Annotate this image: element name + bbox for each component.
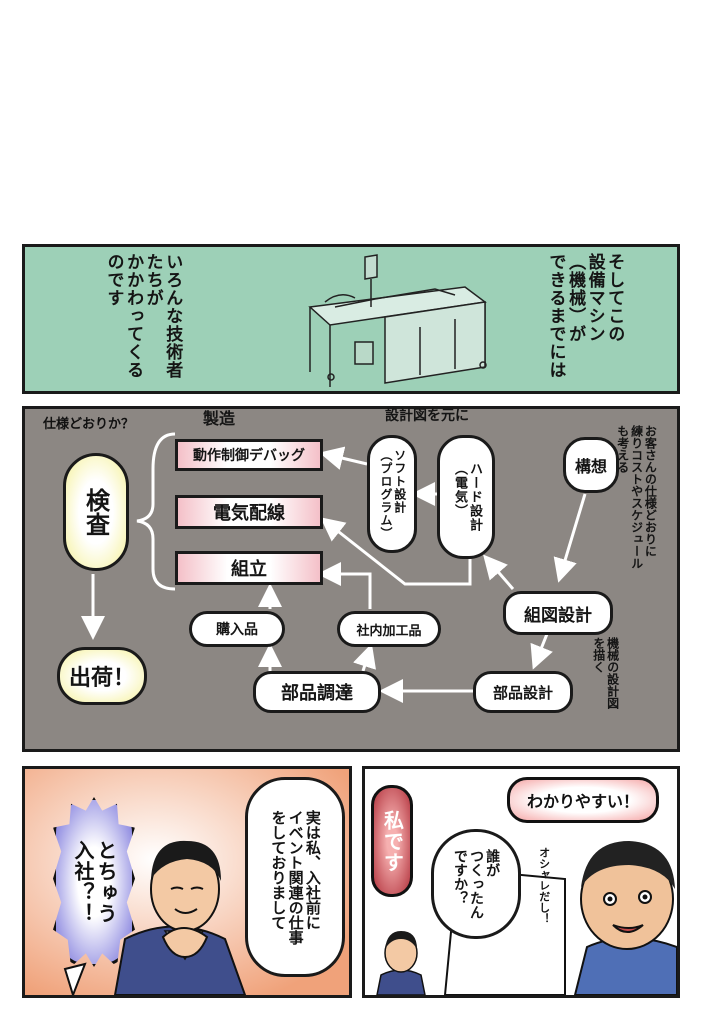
node-inhouse: 社内加工品: [337, 611, 441, 647]
coworker-figure: [573, 841, 677, 995]
node-concept: 構想: [563, 437, 619, 493]
right-note: お客さんの仕様どおりに 練りコストやスケジュール も考える: [615, 425, 658, 569]
businessman-figure: [113, 840, 247, 995]
question-bubble: 誰が つくったん ですか？: [431, 829, 521, 939]
node-debug: 動作制御デバッグ: [175, 439, 323, 471]
node-assembly: 組立: [175, 551, 323, 585]
node-shipping: 出荷！: [57, 647, 147, 705]
answer-bubble: 私です: [371, 785, 413, 897]
shout-text-right: わかりやすい！: [526, 792, 639, 811]
bottom-note: 機械の設計図 を描く: [591, 637, 620, 709]
node-inspection: 検査: [63, 453, 129, 571]
node-assembly-label: 組立: [231, 559, 267, 580]
node-procurement-label: 部品調達: [281, 683, 353, 704]
label-based-on-design: 設計図を元に: [385, 408, 469, 424]
machine-illustration: [308, 254, 487, 387]
answer-text: 私です: [380, 809, 405, 873]
node-hardware-label: ハード設計 （電気）: [452, 462, 482, 532]
intro-panel: いろんな技術者 たちが かかわってくる のです そしてこの 設備マシン （機械）…: [22, 244, 680, 394]
node-software: ソフト設計 （プログラム）: [367, 435, 417, 553]
node-parts-design: 部品設計: [473, 671, 573, 713]
speech-bubble-left: 実は私、入社前に イベント関連の仕事 をしておりまして: [245, 777, 345, 977]
story-panel-left: とちゅう 入社？！ 実は私、入社前に イベント関連の仕事 をしておりまして: [22, 766, 352, 998]
process-flow-panel: 仕様どおりか？ 製造 設計図を元に 検査 出荷！ 動作制御デバッグ 電気配線 組…: [22, 406, 680, 752]
node-procurement: 部品調達: [253, 671, 381, 713]
small-businessman-figure: [376, 931, 426, 995]
node-wiring-label: 電気配線: [213, 503, 285, 524]
question-text: 誰が つくったん ですか？: [451, 849, 501, 919]
speech-text-left: 実は私、入社前に イベント関連の仕事 をしておりまして: [269, 809, 322, 945]
flow-arrows: [81, 432, 587, 703]
shout-bubble-right: わかりやすい！: [507, 777, 659, 823]
label-manufacture: 製造: [203, 409, 236, 428]
node-inhouse-label: 社内加工品: [356, 623, 422, 639]
node-debug-label: 動作制御デバッグ: [193, 448, 305, 464]
node-purchased: 購入品: [189, 611, 285, 647]
node-wiring: 電気配線: [175, 495, 323, 529]
node-purchased-label: 購入品: [216, 622, 258, 638]
node-assembly-design: 組図設計: [503, 591, 613, 635]
label-spec-check: 仕様どおりか？: [43, 417, 135, 432]
aside-text: オシャレだし！: [537, 847, 551, 924]
node-concept-label: 構想: [574, 457, 607, 476]
story-panel-right: 私です わかりやすい！ 誰が つくったん ですか？ オシャレだし！: [362, 766, 680, 998]
node-shipping-label: 出荷！: [68, 666, 135, 691]
node-software-label: ソフト設計 （プログラム）: [379, 448, 407, 540]
shout-bubble-left: とちゅう 入社？！: [53, 797, 135, 967]
node-hardware: ハード設計 （電気）: [437, 435, 495, 559]
shout-text-left: とちゅう 入社？！: [71, 840, 118, 924]
node-inspection-label: 検査: [81, 488, 110, 536]
left-caption: いろんな技術者 たちが かかわってくる のです: [103, 253, 183, 379]
right-caption: そしてこの 設備マシン （機械）が できるまでには: [545, 253, 625, 379]
node-assembly-design-label: 組図設計: [524, 605, 592, 626]
node-parts-design-label: 部品設計: [492, 683, 553, 702]
bottom-right-art: [376, 841, 677, 995]
